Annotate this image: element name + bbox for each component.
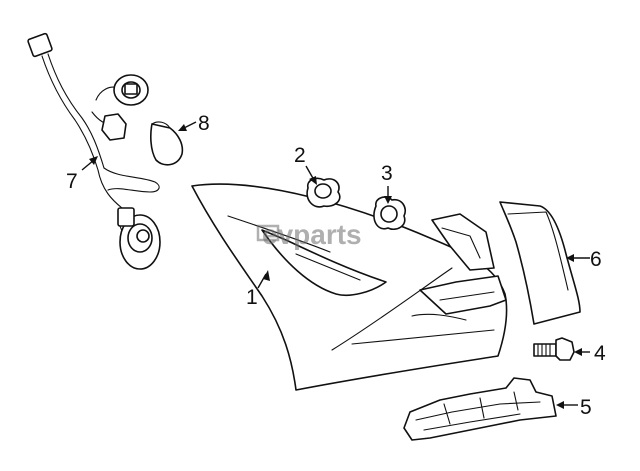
bracket-part <box>403 377 557 441</box>
leader-lines <box>81 121 590 409</box>
wiring-harness-part <box>27 32 161 270</box>
watermark: evparts <box>256 219 362 250</box>
callout-7: 7 <box>66 170 78 193</box>
callout-6: 6 <box>590 248 602 271</box>
callout-1: 1 <box>246 286 258 309</box>
watermark-text: evparts <box>262 219 362 250</box>
callout-5: 5 <box>580 396 592 419</box>
grommet-part <box>306 177 341 208</box>
callout-8: 8 <box>198 112 210 135</box>
bolt-part <box>533 337 575 361</box>
tail-lamp-housing-part <box>191 183 508 391</box>
bulb-part <box>150 121 184 166</box>
callout-3: 3 <box>381 162 393 185</box>
callout-4: 4 <box>594 342 606 365</box>
garnish-part <box>499 201 581 325</box>
socket-part <box>373 196 407 231</box>
callout-2: 2 <box>294 144 306 167</box>
